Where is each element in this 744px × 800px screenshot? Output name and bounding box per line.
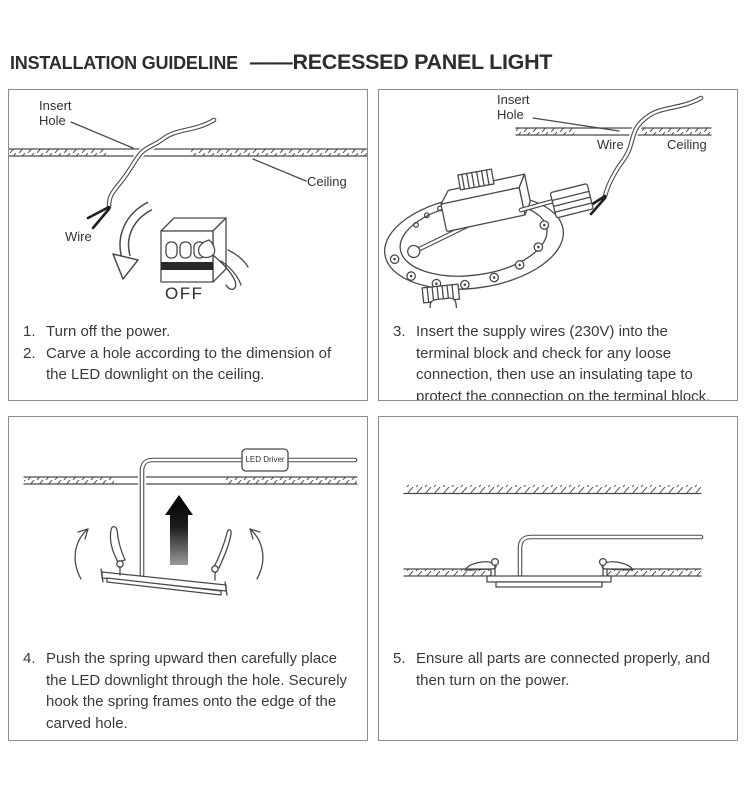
- step-text: Carve a hole according to the dimension …: [46, 344, 332, 384]
- led-driver-box: [241, 448, 289, 472]
- step-item-2: 2. Carve a hole according to the dimensio…: [23, 343, 355, 386]
- step-item-3: 3. Insert the supply wires (230V) into th…: [393, 321, 725, 401]
- label-led-driver: LED Driver: [245, 455, 285, 464]
- insert-hole-leader-line: [532, 117, 620, 132]
- ceiling-hatch-left: [516, 128, 574, 135]
- spring-left: [464, 557, 500, 577]
- spring-left: [109, 525, 126, 576]
- title-right: RECESSED PANEL LIGHT: [292, 50, 553, 74]
- step-text: Ensure all parts are connected properly,…: [416, 650, 711, 689]
- ceiling-hatch-right: [226, 477, 357, 484]
- panel-step-1-2: Insert Hole Ceiling Wire OFF 1. Turn off …: [8, 89, 368, 401]
- finished-install-drawing: [403, 485, 704, 588]
- wire-stripped-ends: [86, 205, 111, 230]
- label-insert-hole: Insert Hole: [39, 98, 72, 128]
- wire-to-driver: [138, 456, 358, 578]
- step-text: Insert the supply wires (230V) into the …: [416, 323, 711, 401]
- ceiling-hatch-right: [191, 149, 367, 156]
- label-off: OFF: [165, 284, 204, 303]
- step-number: 4.: [23, 650, 36, 667]
- ceiling-hole-switch-drawing: [9, 116, 367, 290]
- label-ceiling: Ceiling: [667, 137, 707, 152]
- label-ceiling: Ceiling: [307, 174, 347, 189]
- diagram-push-springs: LED Driver: [9, 417, 367, 643]
- diagram-turn-off-power: Insert Hole Ceiling Wire OFF: [9, 90, 367, 308]
- insert-hole-leader-line: [70, 121, 134, 149]
- ceiling-hatch-left: [24, 477, 114, 484]
- page-title: INSTALLATION GUIDELINE ——RECESSED PANEL L…: [10, 50, 738, 76]
- ceiling-hatch-left: [9, 149, 109, 156]
- page-header: INSTALLATION GUIDELINE ——RECESSED PANEL L…: [8, 0, 738, 89]
- step-number: 5.: [393, 650, 406, 667]
- upper-slab-hatch: [404, 485, 701, 493]
- instruction-list: 1. Turn off the power. 2. Carve a hole acc…: [9, 308, 367, 386]
- spring-clip-top: [457, 168, 495, 191]
- step-text: Turn off the power.: [46, 323, 171, 340]
- downlight-slab: [100, 568, 228, 596]
- title-dash: ——: [249, 50, 293, 74]
- supply-wire: [86, 116, 217, 230]
- instruction-list: 5. Ensure all parts are connected properl…: [379, 643, 737, 691]
- switch-off-band: [161, 262, 213, 270]
- step-number: 1.: [23, 323, 36, 340]
- label-insert-hole: Insert Hole: [497, 92, 530, 122]
- rotate-off-arrow-icon: [112, 201, 153, 280]
- screws: [389, 220, 550, 290]
- ceiling-hatch-right: [607, 569, 701, 576]
- step-number: 2.: [23, 344, 36, 362]
- power-switch: [160, 217, 249, 290]
- driver-box: [440, 173, 531, 232]
- step-item-1: 1. Turn off the power.: [23, 321, 355, 343]
- title-left: INSTALLATION GUIDELINE: [10, 53, 238, 73]
- hand-icon: [197, 239, 249, 290]
- recessed-downlight: [486, 575, 612, 588]
- spring-right: [211, 529, 232, 581]
- terminal-block: [549, 183, 594, 219]
- label-wire: Wire: [597, 137, 624, 152]
- panel-step-5: 5. Ensure all parts are connected properl…: [378, 416, 738, 741]
- instruction-list: 3. Insert the supply wires (230V) into th…: [379, 308, 737, 401]
- supply-wire: [516, 533, 704, 578]
- instruction-list: 4. Push the spring upward then carefully …: [9, 643, 367, 734]
- label-wire: Wire: [65, 229, 92, 244]
- step-item-4: 4. Push the spring upward then carefully …: [23, 648, 355, 734]
- ceiling-hatch-right: [642, 128, 711, 135]
- supply-wire: [586, 94, 704, 216]
- ceiling-hatch-left: [404, 569, 491, 576]
- panel-grid: Insert Hole Ceiling Wire OFF 1. Turn off …: [8, 89, 738, 741]
- panel-step-3: Insert Hole Wire Ceiling 3. Insert the su…: [378, 89, 738, 401]
- step-text: Push the spring upward then carefully pl…: [46, 650, 348, 732]
- spring-insert-drawing: [23, 448, 358, 596]
- panel-step-4: LED Driver 4. Push the spring upward then…: [8, 416, 368, 741]
- rotate-arrow-left-icon: [74, 528, 89, 580]
- step-item-5: 5. Ensure all parts are connected properl…: [393, 648, 725, 691]
- diagram-installed-light: [379, 417, 737, 643]
- spring-clip-bottom: [421, 283, 461, 308]
- spring-right: [598, 557, 634, 577]
- panel-back-wiring-drawing: [383, 94, 712, 308]
- step-number: 3.: [393, 323, 406, 340]
- rotate-arrow-right-icon: [249, 528, 264, 580]
- up-arrow-icon: [165, 495, 193, 565]
- ceiling-leader-line: [252, 158, 307, 182]
- diagram-connect-wires: Insert Hole Wire Ceiling: [379, 90, 737, 308]
